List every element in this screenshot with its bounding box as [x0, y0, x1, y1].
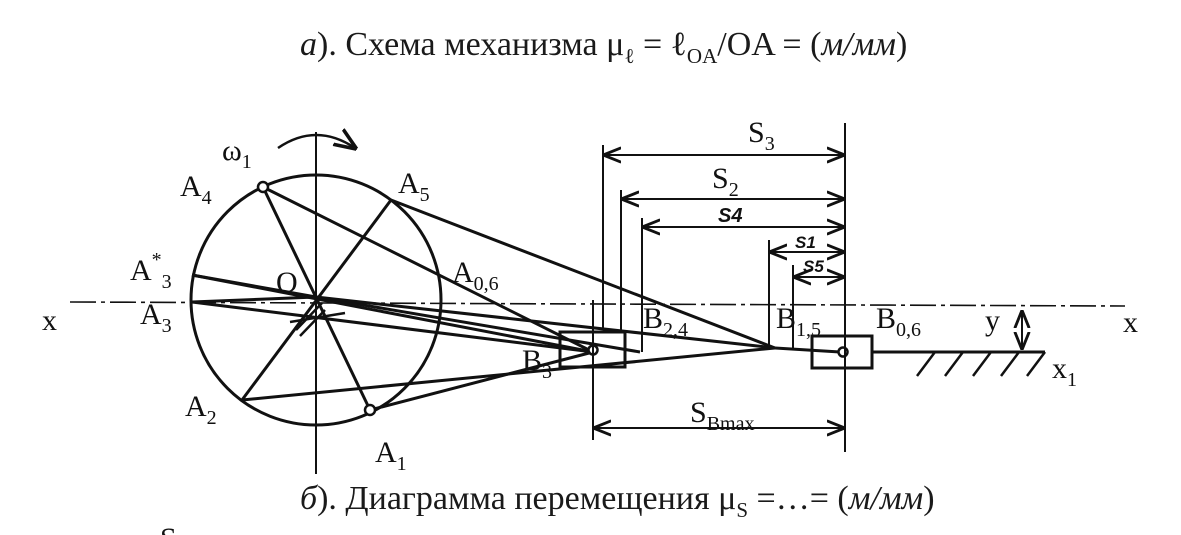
- title-a-rest: /OA = (: [717, 26, 822, 63]
- rod-a3: [191, 300, 594, 354]
- crank-circle: [189, 173, 443, 427]
- connecting-rods: [191, 185, 841, 412]
- label-y: y: [985, 304, 1000, 337]
- label-x-right: x: [1123, 306, 1138, 339]
- title-a-text: ). Схема механизма μ: [317, 26, 625, 63]
- label-s3: S3: [748, 116, 775, 155]
- label-a06: A0,6: [452, 256, 499, 295]
- label-a5: A5: [398, 167, 430, 206]
- label-a2: A2: [185, 390, 217, 429]
- label-b15: B1,5: [776, 302, 821, 341]
- label-footer-s: S: [160, 522, 177, 535]
- rod-a5: [390, 198, 776, 350]
- rod-o-b06: [315, 295, 641, 354]
- label-a1: A1: [375, 436, 407, 475]
- title-a-close: ): [895, 26, 908, 63]
- rod-a3star: [191, 273, 594, 354]
- title-a-eq: = ℓ: [634, 26, 687, 63]
- title-b-text: ). Диаграмма перемещения μ: [317, 480, 737, 517]
- rod-a4: [262, 185, 594, 354]
- label-a3-star: A*3: [130, 249, 172, 293]
- label-x1: x1: [1052, 352, 1077, 391]
- label-b06: B0,6: [876, 302, 921, 341]
- x-axis-line: [69, 301, 1126, 307]
- label-b24: B2,4: [643, 302, 688, 341]
- label-b3: B3: [522, 344, 552, 383]
- label-s2: S2: [712, 162, 739, 201]
- title-b-units: м/мм: [848, 480, 924, 517]
- title-b-letter: б: [300, 480, 318, 517]
- label-omega: ω1: [222, 134, 252, 173]
- rod-o-b15: [315, 295, 776, 350]
- dimension-arrows: [595, 155, 843, 428]
- guide-hatching: [916, 351, 1046, 377]
- title-b-close: ): [923, 480, 935, 517]
- label-o: O: [276, 266, 298, 299]
- diagram-title: б). Диаграмма перемещения μS =…= (м/мм): [300, 480, 935, 522]
- title-b-mu-sub: S: [736, 498, 749, 522]
- label-x-left: x: [42, 304, 57, 337]
- scheme-title: а). Схема механизма μℓ = ℓOA/OA = (м/мм): [300, 26, 908, 68]
- rod-b15-extension: [774, 346, 841, 354]
- crank-o-a3: [191, 295, 317, 304]
- joint-b06: [837, 346, 849, 358]
- label-s1: S1: [795, 233, 816, 252]
- rod-a1: [369, 350, 594, 412]
- title-a-l-sub: OA: [686, 44, 718, 68]
- joint-a4: [256, 180, 270, 194]
- label-s5: S5: [803, 257, 824, 276]
- title-b-rest: =…= (: [748, 480, 849, 517]
- title-a-mu-sub: ℓ: [624, 44, 635, 68]
- joint-a1: [363, 403, 377, 417]
- label-sbmax: SBmax: [690, 396, 754, 435]
- title-a-letter: а: [300, 26, 317, 63]
- label-a4: A4: [180, 170, 212, 209]
- label-s4: S4: [718, 205, 742, 227]
- extension-lines: [592, 123, 846, 452]
- rotation-arrow-icon: [277, 135, 355, 148]
- title-a-units: м/мм: [821, 26, 896, 63]
- label-a3: A3: [140, 298, 172, 337]
